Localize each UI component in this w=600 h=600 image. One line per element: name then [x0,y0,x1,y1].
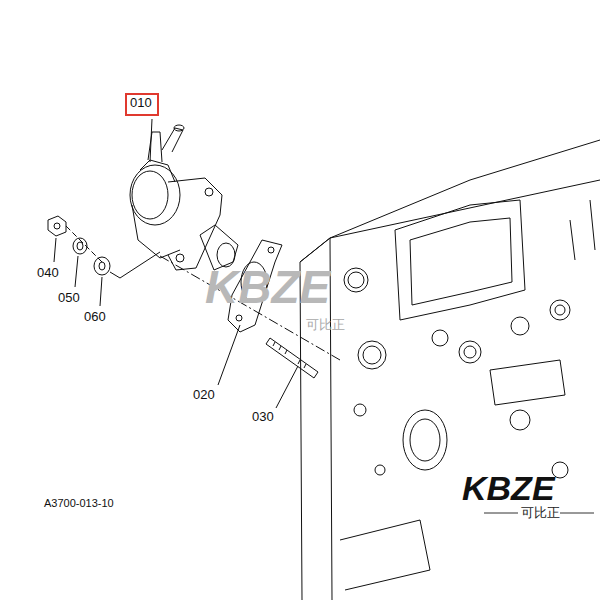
drawing-number: A3700-013-10 [44,497,114,509]
brand-logo: 可比正 [521,506,560,520]
callout-number: 030 [252,410,274,424]
callout-number: 040 [37,266,59,280]
watermark: KBZE [205,262,330,313]
callout-number: 010 [130,95,152,110]
callout-number: 050 [58,291,80,305]
callout-box: 010 [125,93,159,116]
brand-logo: KBZE [462,470,555,507]
callout-number: 060 [84,310,106,324]
watermark: 可比正 [306,318,345,332]
callout-number: 020 [193,388,215,402]
